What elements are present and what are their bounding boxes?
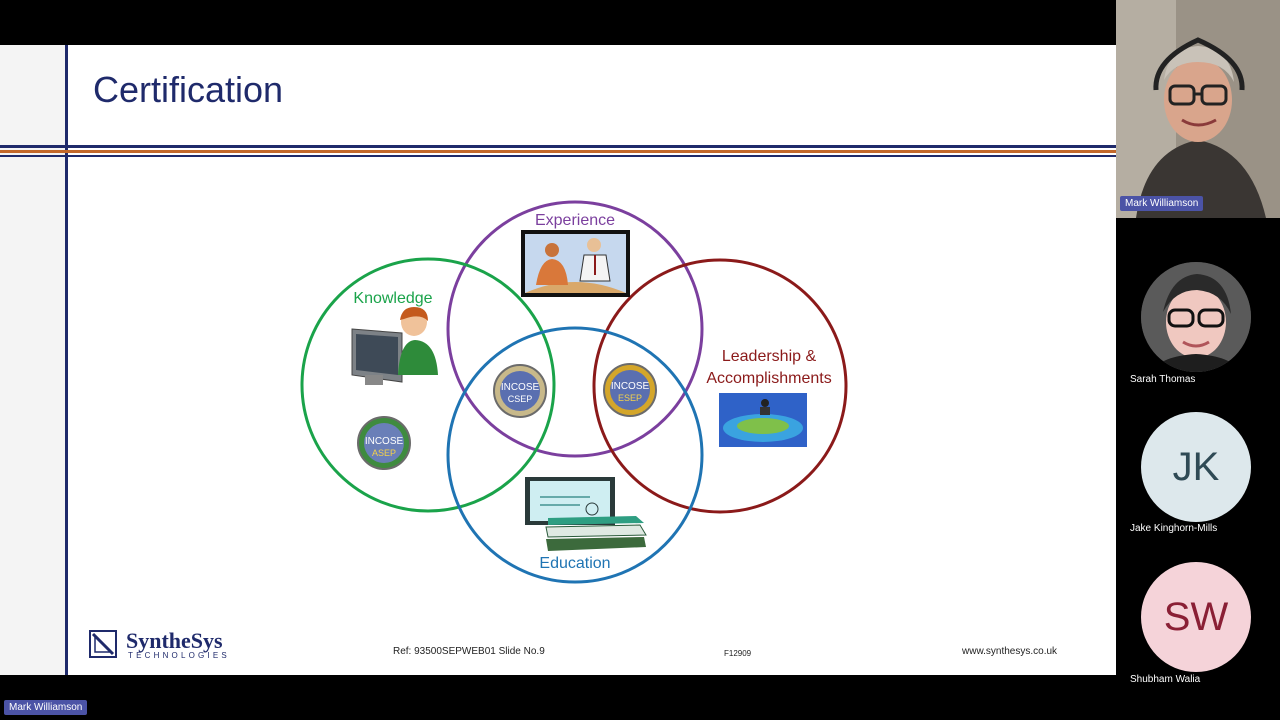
slide-title: Certification — [93, 69, 284, 110]
stripe-navy-thin — [0, 155, 1116, 157]
svg-text:CSEP: CSEP — [508, 394, 533, 404]
jake-avatar: JK — [1141, 412, 1251, 522]
education-clipart — [525, 477, 647, 551]
leadership-label-1: Leadership & — [722, 348, 817, 365]
svg-text:INCOSE: INCOSE — [501, 382, 540, 393]
shared-slide: Certification Experience Knowledge Leade… — [0, 45, 1116, 675]
stripe-navy — [0, 145, 1116, 148]
asep-badge-icon: INCOSE ASEP — [357, 416, 411, 470]
presenter-video[interactable]: Mark Williamson — [1116, 0, 1280, 218]
synthesys-logo: SyntheSys TECHNOLOGIES — [89, 628, 249, 664]
logo-subtitle: TECHNOLOGIES — [128, 651, 230, 660]
experience-circle — [446, 200, 704, 458]
shubham-name: Shubham Walia — [1130, 674, 1201, 685]
participant-tile-sarah[interactable]: Sarah Thomas — [1116, 258, 1280, 408]
csep-badge-icon: INCOSE CSEP — [493, 364, 547, 418]
knowledge-circle — [300, 257, 556, 513]
presenter-video-feed — [1116, 0, 1280, 218]
experience-label: Experience — [535, 212, 615, 229]
presenter-bottom-tag: Mark Williamson — [4, 700, 88, 715]
shubham-avatar: SW — [1141, 562, 1251, 672]
sarah-name: Sarah Thomas — [1130, 374, 1196, 385]
knowledge-clipart — [351, 307, 438, 385]
leadership-label-2: Accomplishments — [706, 370, 831, 387]
logo-mark-icon — [89, 630, 117, 658]
sarah-avatar — [1141, 262, 1251, 372]
experience-clipart — [521, 230, 630, 297]
logo-name: SyntheSys — [126, 628, 223, 653]
svg-text:INCOSE: INCOSE — [365, 436, 404, 447]
svg-text:INCOSE: INCOSE — [611, 381, 650, 392]
leadership-clipart — [719, 393, 807, 447]
svg-text:ASEP: ASEP — [372, 448, 396, 458]
svg-text:ESEP: ESEP — [618, 393, 642, 403]
education-circle — [446, 326, 704, 584]
slide-stripes — [0, 145, 1116, 159]
slide-ref: Ref: 93500SEPWEB01 Slide No.9 — [393, 646, 545, 657]
leadership-circle — [592, 258, 848, 514]
presenter-name-tag: Mark Williamson — [1120, 196, 1204, 211]
slide-url: www.synthesys.co.uk — [962, 646, 1058, 657]
slide-code: F12909 — [724, 649, 752, 658]
participant-tile-jake[interactable]: JK Jake Kinghorn-Mills — [1116, 408, 1280, 558]
participant-tile-shubham[interactable]: SW Shubham Walia — [1116, 558, 1280, 708]
slide-accent-line — [65, 45, 68, 675]
jake-name: Jake Kinghorn-Mills — [1130, 523, 1218, 534]
venn-diagram: Experience Knowledge Leadership & Accomp… — [300, 200, 848, 584]
stripe-orange — [0, 150, 1116, 153]
knowledge-label: Knowledge — [353, 290, 432, 307]
esep-badge-icon: INCOSE ESEP — [603, 363, 657, 417]
education-label: Education — [539, 555, 610, 572]
